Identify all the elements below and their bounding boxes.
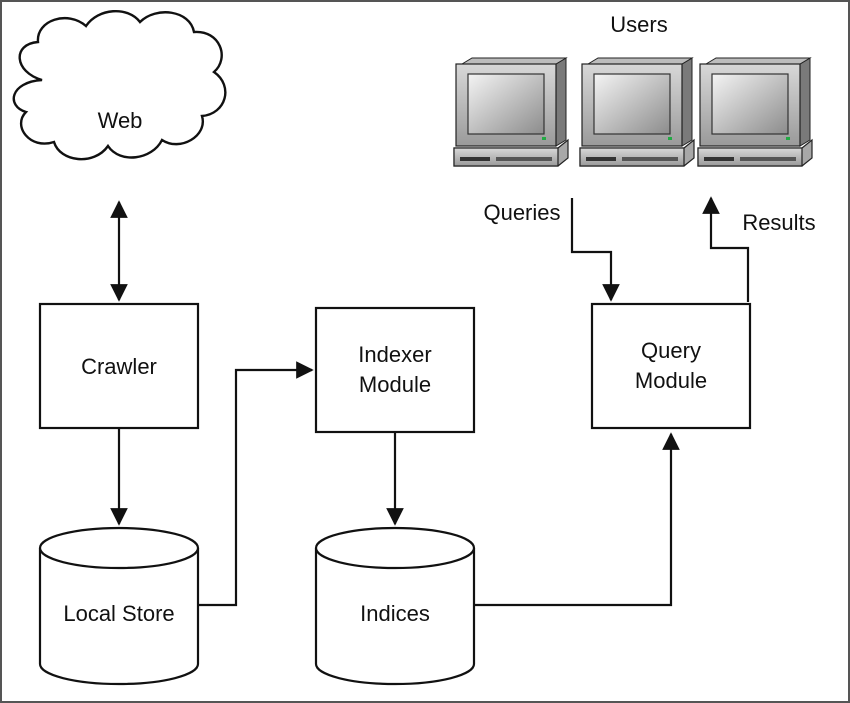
web-cloud: Web [12, 9, 227, 161]
users-label: Users [610, 12, 667, 37]
results-label: Results [742, 210, 815, 235]
connectors [110, 196, 750, 607]
local-store-cylinder: Local Store [38, 526, 200, 686]
indexer-label-line1: Indexer [358, 342, 431, 367]
localstore-indexer-arrow [198, 361, 314, 607]
queries-arrow [570, 198, 620, 302]
indices-label: Indices [360, 601, 430, 626]
crawler-box: Crawler [38, 302, 200, 430]
query-label-line2: Module [635, 368, 707, 393]
query-module-box: Query Module [590, 302, 752, 430]
indices-cylinder: Indices [314, 526, 476, 686]
web-label: Web [98, 108, 143, 133]
queries-label: Queries [483, 200, 560, 225]
local-store-label: Local Store [63, 601, 174, 626]
indexer-label-line2: Module [359, 372, 431, 397]
computer-monitor-icon [579, 57, 695, 167]
query-label-line1: Query [641, 338, 701, 363]
computer-monitor-icon [453, 57, 569, 167]
results-arrow [702, 196, 750, 302]
indices-query-arrow [474, 432, 680, 607]
cloud-icon [12, 9, 227, 161]
user-terminals [453, 57, 813, 167]
crawler-label: Crawler [81, 354, 157, 379]
computer-monitor-icon [697, 57, 813, 167]
indexer-module-box: Indexer Module [314, 306, 476, 434]
